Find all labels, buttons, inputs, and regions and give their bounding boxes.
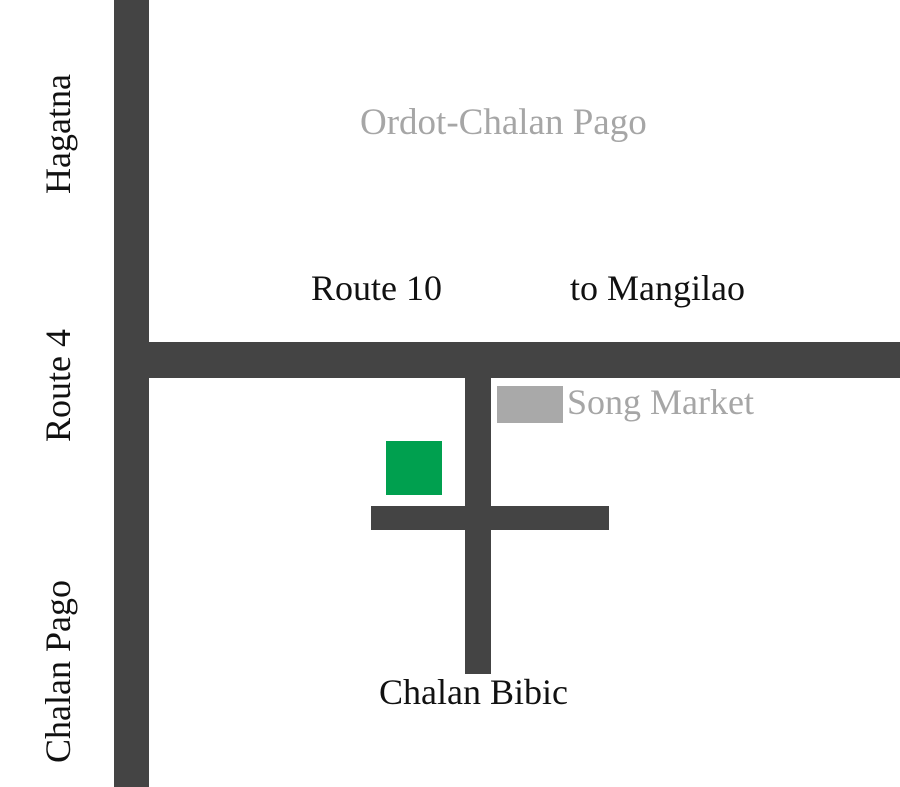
route-4-road [114,0,149,787]
cross-street-road [371,506,609,530]
song-market-marker [497,386,563,423]
route-10-road [114,342,900,378]
chalan-bibic-label: Chalan Bibic [379,672,568,712]
route-4-label: Route 4 [38,329,78,442]
area-label: Ordot-Chalan Pago [360,102,647,143]
to-mangilao-label: to Mangilao [570,268,745,308]
song-market-label: Song Market [567,382,754,422]
route-10-label: Route 10 [311,268,442,308]
destination-marker [386,441,442,495]
hagatna-label: Hagatna [38,74,78,194]
chalan-pago-label: Chalan Pago [38,580,78,763]
